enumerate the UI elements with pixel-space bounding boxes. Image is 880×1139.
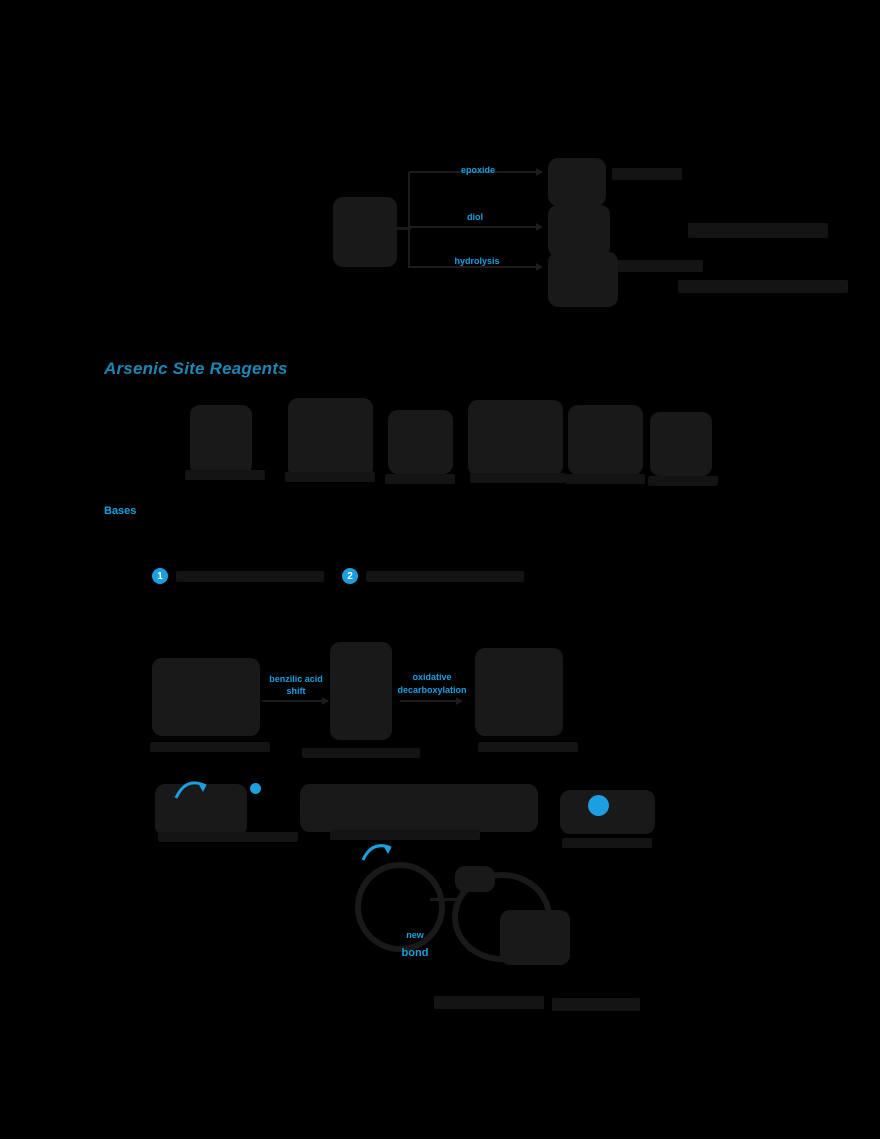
product-structure — [548, 158, 606, 206]
reaction-arrow — [410, 223, 543, 231]
list-number-badge: 2 — [342, 568, 358, 584]
subsection-label: Bases — [104, 505, 137, 517]
reagent-label-line2: decarboxylation — [397, 685, 467, 695]
structure-caption-text — [478, 742, 578, 752]
product-name-text — [612, 168, 682, 180]
product-structure — [548, 205, 610, 257]
bond-line — [430, 898, 458, 901]
substituent-group — [500, 910, 570, 965]
reaction-arrow — [410, 263, 543, 271]
curved-arrow-icon — [174, 781, 207, 799]
reagent-label: diol — [467, 212, 483, 222]
structure-caption-text — [385, 474, 455, 484]
annotation-label: new — [406, 930, 424, 940]
molecule-structure — [475, 648, 563, 736]
reaction-arrow — [410, 168, 543, 176]
structure-caption-text — [150, 742, 270, 752]
product-name-text — [678, 280, 848, 293]
structure-caption-text — [185, 470, 265, 480]
reagent-label: epoxide — [460, 165, 495, 175]
product-name-text — [688, 223, 828, 238]
structure-caption-text — [302, 748, 420, 758]
molecule-structure — [650, 412, 712, 476]
molecule-structure — [330, 642, 392, 740]
structure-caption-text — [285, 472, 375, 482]
figure-caption-text — [552, 998, 640, 1011]
structure-caption-text — [562, 838, 652, 848]
molecule-structure — [300, 784, 538, 832]
highlight-atom-dot — [250, 783, 261, 794]
molecule-structure — [190, 405, 252, 475]
section-heading: Arsenic Site Reagents — [104, 359, 288, 378]
phosphate-bead — [588, 795, 609, 816]
structure-caption-text — [648, 476, 718, 486]
structure-caption-text — [330, 830, 480, 840]
ring-structure — [355, 862, 445, 952]
molecule-structure — [152, 658, 260, 736]
substituent-group — [455, 866, 495, 892]
structure-caption-text — [158, 832, 298, 842]
structure-caption-text — [565, 474, 645, 484]
molecule-structure — [568, 405, 643, 475]
annotation-label: bond — [401, 947, 429, 959]
reagent-label-line2: shift — [286, 686, 306, 696]
branch-connector — [408, 172, 410, 268]
bond-line — [395, 227, 411, 230]
list-number-badge: 1 — [152, 568, 168, 584]
product-structure — [548, 252, 618, 307]
molecule-structure — [468, 400, 563, 476]
figure-caption-text — [434, 996, 544, 1009]
reagent-label: hydrolysis — [454, 256, 500, 266]
molecule-structure — [155, 784, 247, 836]
structure-caption-text — [470, 473, 565, 483]
reagent-label-line1: benzilic acid — [269, 674, 323, 684]
list-item-text — [366, 571, 524, 582]
reagent-label-line1: oxidative — [412, 672, 452, 682]
molecule-structure — [560, 790, 655, 834]
molecule-structure — [288, 398, 373, 478]
list-item-text — [176, 571, 324, 582]
curved-arrow-icon — [361, 844, 392, 861]
reaction-arrow — [400, 697, 463, 705]
molecule-structure — [388, 410, 453, 474]
molecule-structure — [333, 197, 397, 267]
product-name-text — [618, 260, 703, 272]
reaction-arrow — [262, 697, 329, 705]
